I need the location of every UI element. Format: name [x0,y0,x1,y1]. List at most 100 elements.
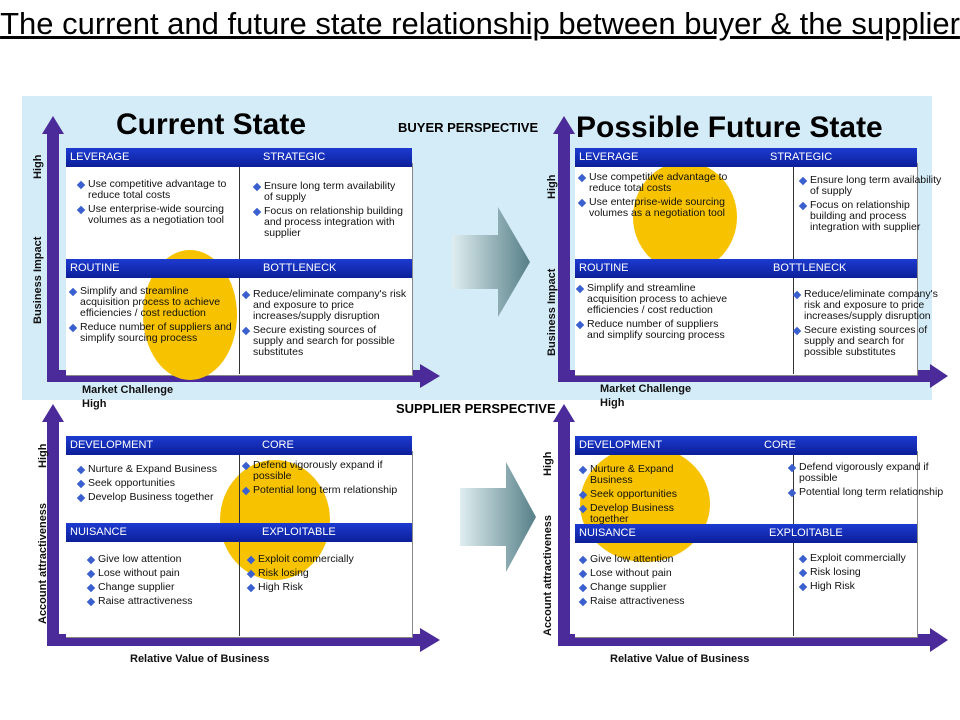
q2-leverage-list: Use competitive advantage to reduce tota… [579,172,741,222]
q2-x-high-label: High [600,397,625,409]
q2-strategic-list: Ensure long term availability of supply … [800,175,942,236]
q1-leverage-list: Use competitive advantage to reduce tota… [78,179,238,229]
q2-y-high-label: High [546,174,558,199]
current-state-title: Current State [116,108,307,141]
list-item: Ensure long term availability of supply [800,175,942,197]
list-item: Lose without pain [88,568,236,579]
q3-nuisance-list: Give low attention Lose without pain Cha… [88,554,236,610]
list-item: Raise attractiveness [580,596,740,607]
list-item: Use enterprise-wide sourcing volumes as … [579,197,741,219]
q4-bottom-header: NUISANCE EXPLOITABLE [575,524,917,543]
q4-y-high-label: High [542,451,554,476]
strategic-label: STRATEGIC [770,151,833,163]
list-item: Secure existing sources of supply and se… [243,325,409,358]
bottleneck-label: BOTTLENECK [263,262,337,274]
list-item: Risk losing [248,568,398,579]
list-item: Reduce/eliminate company's risk and expo… [243,289,409,322]
list-item: Give low attention [88,554,236,565]
list-item: Reduce number of suppliers and simplify … [70,322,236,344]
leverage-label: LEVERAGE [579,151,639,163]
list-item: Simplify and streamline acquisition proc… [577,283,737,316]
list-item: Focus on relationship building and proce… [254,206,406,239]
list-item: Ensure long term availability of supply [254,181,406,203]
page-title: The current and future state relationshi… [0,6,960,41]
q1-x-high-label: High [82,398,107,410]
list-item: Seek opportunities [580,489,698,500]
q2-top-header: LEVERAGE STRATEGIC [575,148,917,167]
q2-bottom-header: ROUTINE BOTTLENECK [575,259,917,278]
q1-bottom-header: ROUTINE BOTTLENECK [66,259,412,278]
core-label: CORE [764,439,796,451]
q4-development-list: Nurture & Expand Business Seek opportuni… [580,464,698,528]
list-item: Raise attractiveness [88,596,236,607]
supplier-perspective-label: SUPPLIER PERSPECTIVE [396,401,556,416]
list-item: Focus on relationship building and proce… [800,200,942,233]
q3-exploitable-list: Exploit commercially Risk losing High Ri… [248,554,398,596]
q1-y-high-label: High [32,154,44,179]
list-item: Lose without pain [580,568,740,579]
q1-x-axis-title: Market Challenge [82,384,174,396]
routine-label: ROUTINE [579,262,629,274]
q1-x-axis-label: Market Challenge High [82,383,173,411]
supplier-flow-arrow [460,462,536,572]
q2-bottleneck-list: Reduce/eliminate company's risk and expo… [794,289,942,361]
list-item: High Risk [248,582,398,593]
q3-top-header: DEVELOPMENT CORE [66,436,412,455]
list-item: Use competitive advantage to reduce tota… [579,172,741,194]
list-item: Give low attention [580,554,740,565]
buyer-perspective-label: BUYER PERSPECTIVE [398,120,539,135]
strategic-label: STRATEGIC [263,151,326,163]
list-item: Defend vigorously expand if possible [789,462,944,484]
list-item: Seek opportunities [78,478,244,489]
list-item: Develop Business together [78,492,244,503]
list-item: Exploit commercially [800,553,910,564]
list-item: Reduce number of suppliers and simplify … [577,319,737,341]
q2-x-axis-title: Market Challenge [600,383,692,395]
q4-y-axis-label: Account attractiveness [542,514,554,636]
q1-top-header: LEVERAGE STRATEGIC [66,148,412,167]
routine-label: ROUTINE [70,262,120,274]
q4-exploitable-list: Exploit commercially Risk losing High Ri… [800,553,910,595]
list-item: Change supplier [88,582,236,593]
q3-y-high-label: High [37,443,49,468]
list-item: Reduce/eliminate company's risk and expo… [794,289,942,322]
q3-core-list: Defend vigorously expand if possible Pot… [243,460,405,499]
nuisance-label: NUISANCE [579,527,636,539]
q4-nuisance-list: Give low attention Lose without pain Cha… [580,554,740,610]
q1-strategic-list: Ensure long term availability of supply … [254,181,406,242]
list-item: Potential long term relationship [243,485,405,496]
list-item: Simplify and streamline acquisition proc… [70,286,236,319]
q1-y-axis-label: Business Impact [32,236,44,324]
core-label: CORE [262,439,294,451]
list-item: Potential long term relationship [789,487,944,498]
q4-x-axis-label: Relative Value of Business [610,653,750,665]
q1-routine-list: Simplify and streamline acquisition proc… [70,286,236,347]
q2-routine-list: Simplify and streamline acquisition proc… [577,283,737,344]
exploitable-label: EXPLOITABLE [262,526,336,538]
development-label: DEVELOPMENT [579,439,663,451]
list-item: Use enterprise-wide sourcing volumes as … [78,204,238,226]
q3-bottom-header: NUISANCE EXPLOITABLE [66,523,412,542]
q3-development-list: Nurture & Expand Business Seek opportuni… [78,464,244,506]
list-item: High Risk [800,581,910,592]
q2-x-axis-label: Market Challenge High [600,382,691,410]
list-item: Risk losing [800,567,910,578]
q4-core-list: Defend vigorously expand if possible Pot… [789,462,944,501]
list-item: Change supplier [580,582,740,593]
list-item: Defend vigorously expand if possible [243,460,405,482]
development-label: DEVELOPMENT [70,439,154,451]
buyer-flow-arrow [452,207,530,317]
list-item: Exploit commercially [248,554,398,565]
exploitable-label: EXPLOITABLE [769,527,843,539]
q3-x-axis-label: Relative Value of Business [130,653,270,665]
leverage-label: LEVERAGE [70,151,130,163]
q3-y-axis-label: Account attractiveness [37,502,49,624]
list-item: Use competitive advantage to reduce tota… [78,179,238,201]
nuisance-label: NUISANCE [70,526,127,538]
bottleneck-label: BOTTLENECK [773,262,847,274]
q4-top-header: DEVELOPMENT CORE [575,436,917,455]
q2-y-axis-label: Business Impact [546,268,558,356]
future-state-title: Possible Future State [576,111,883,144]
q1-bottleneck-list: Reduce/eliminate company's risk and expo… [243,289,409,361]
